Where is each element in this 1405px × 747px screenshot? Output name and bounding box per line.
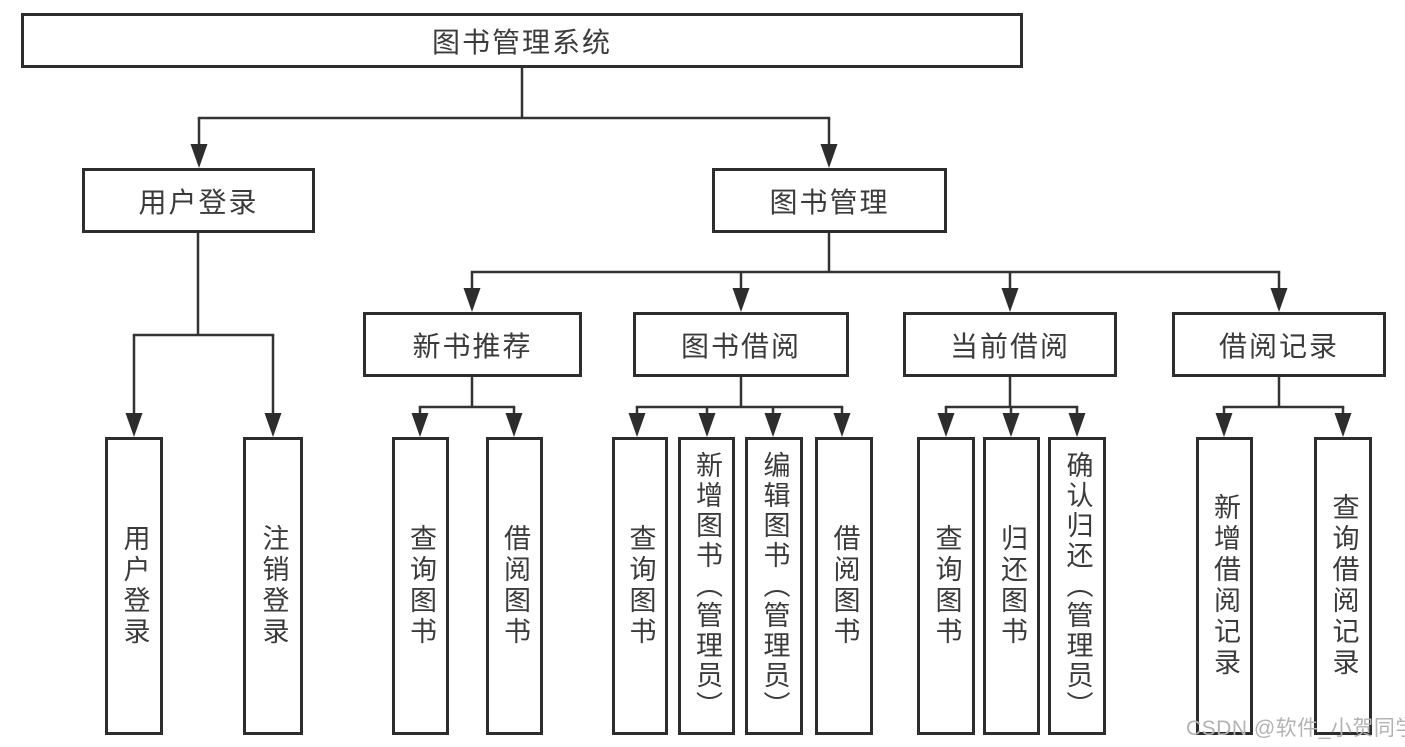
leaf-user-login: 用户登录 — [105, 437, 163, 735]
leaf-query-borrow-record: 查询借阅记录 — [1314, 437, 1372, 735]
leaf-return-books-label: 归还图书 — [997, 524, 1027, 648]
node-current-borrowing: 当前借阅 — [903, 312, 1117, 377]
leaf-return-books: 归还图书 — [983, 437, 1040, 735]
leaf-query-borrow-record-label: 查询借阅记录 — [1328, 493, 1359, 679]
leaf-add-books-admin: 新增图书（管理员） — [678, 437, 735, 735]
leaf-borrow-books-borrowing: 借阅图书 — [815, 437, 873, 735]
node-new-book-recommend: 新书推荐 — [363, 312, 582, 377]
leaf-confirm-return-admin-label: 确认归还（管理员） — [1062, 451, 1093, 721]
leaf-borrow-books-recommend-label: 借阅图书 — [500, 524, 530, 648]
leaf-borrow-books-recommend: 借阅图书 — [486, 437, 543, 735]
leaf-add-books-admin-label: 新增图书（管理员） — [692, 451, 722, 721]
leaf-add-borrow-record: 新增借阅记录 — [1196, 437, 1253, 735]
node-library-management-system: 图书管理系统 — [21, 13, 1023, 68]
watermark: CSDN @软件_小贺同学 — [1186, 717, 1405, 740]
leaf-edit-books-admin: 编辑图书（管理员） — [745, 437, 803, 735]
node-user-login: 用户登录 — [82, 168, 315, 233]
leaf-user-login-label: 用户登录 — [119, 524, 150, 648]
node-book-borrowing: 图书借阅 — [633, 312, 849, 377]
node-borrowing-records: 借阅记录 — [1172, 312, 1386, 377]
leaf-query-books-current-label: 查询图书 — [931, 524, 962, 648]
leaf-query-books-recommend: 查询图书 — [392, 437, 449, 735]
leaf-add-borrow-record-label: 新增借阅记录 — [1210, 493, 1240, 679]
leaf-logout: 注销登录 — [243, 437, 303, 735]
leaf-query-books-borrowing: 查询图书 — [612, 437, 668, 735]
leaf-edit-books-admin-label: 编辑图书（管理员） — [759, 451, 790, 721]
leaf-logout-label: 注销登录 — [258, 524, 289, 648]
node-book-management: 图书管理 — [712, 168, 947, 233]
leaf-borrow-books-borrowing-label: 借阅图书 — [829, 524, 860, 648]
leaf-query-books-current: 查询图书 — [917, 437, 975, 735]
leaf-query-books-recommend-label: 查询图书 — [406, 524, 436, 648]
leaf-confirm-return-admin: 确认归还（管理员） — [1048, 437, 1106, 735]
leaf-query-books-borrowing-label: 查询图书 — [625, 524, 656, 648]
